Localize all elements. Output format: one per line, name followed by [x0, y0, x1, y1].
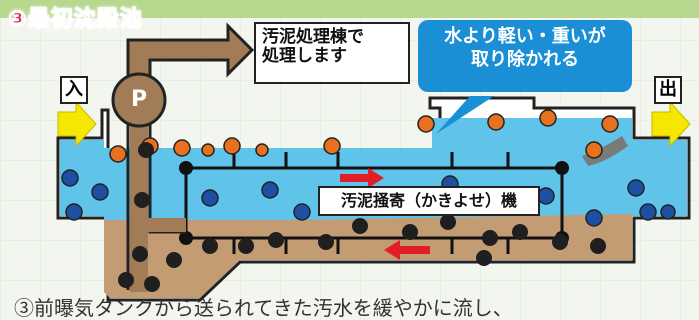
inlet-arrow	[57, 100, 97, 148]
callout-line-2: 取り除かれる	[471, 48, 579, 70]
callout-pointer	[436, 96, 494, 134]
flow-arrow-right	[340, 168, 384, 188]
scraper-blades	[232, 152, 510, 254]
inlet-label: 入	[60, 76, 88, 104]
floating-particles	[109, 109, 619, 163]
pipe-to-sludge-plant	[126, 22, 255, 100]
scraper-chain	[184, 166, 564, 240]
sludge-plant-note-line-1: 汚泥処理棟で	[262, 27, 364, 47]
scraper-label: 汚泥掻寄（かきよせ）機	[318, 186, 540, 216]
callout-bubble: 水より軽い・重いが 取り除かれる	[418, 20, 632, 92]
sludge-plant-note-line-2: 処理します	[262, 45, 347, 66]
settled-particles	[118, 142, 606, 292]
section-title: ③最初沈殿池	[8, 7, 143, 33]
flow-arrow-left	[384, 240, 430, 260]
sludge-layer	[104, 214, 632, 298]
pump-circle	[111, 72, 167, 128]
pump-label: P	[130, 87, 148, 112]
caption-text: ③前曝気タンクから送られてきた汚水を緩やかに流し、	[14, 296, 513, 320]
outlet-label: 出	[654, 76, 682, 104]
pipe-branch	[148, 218, 186, 232]
outlet-arrow	[651, 100, 691, 148]
callout-line-1: 水より軽い・重いが	[444, 26, 606, 47]
top-band	[0, 0, 699, 18]
sludge-plant-note: 汚泥処理棟で 処理します	[254, 22, 410, 84]
